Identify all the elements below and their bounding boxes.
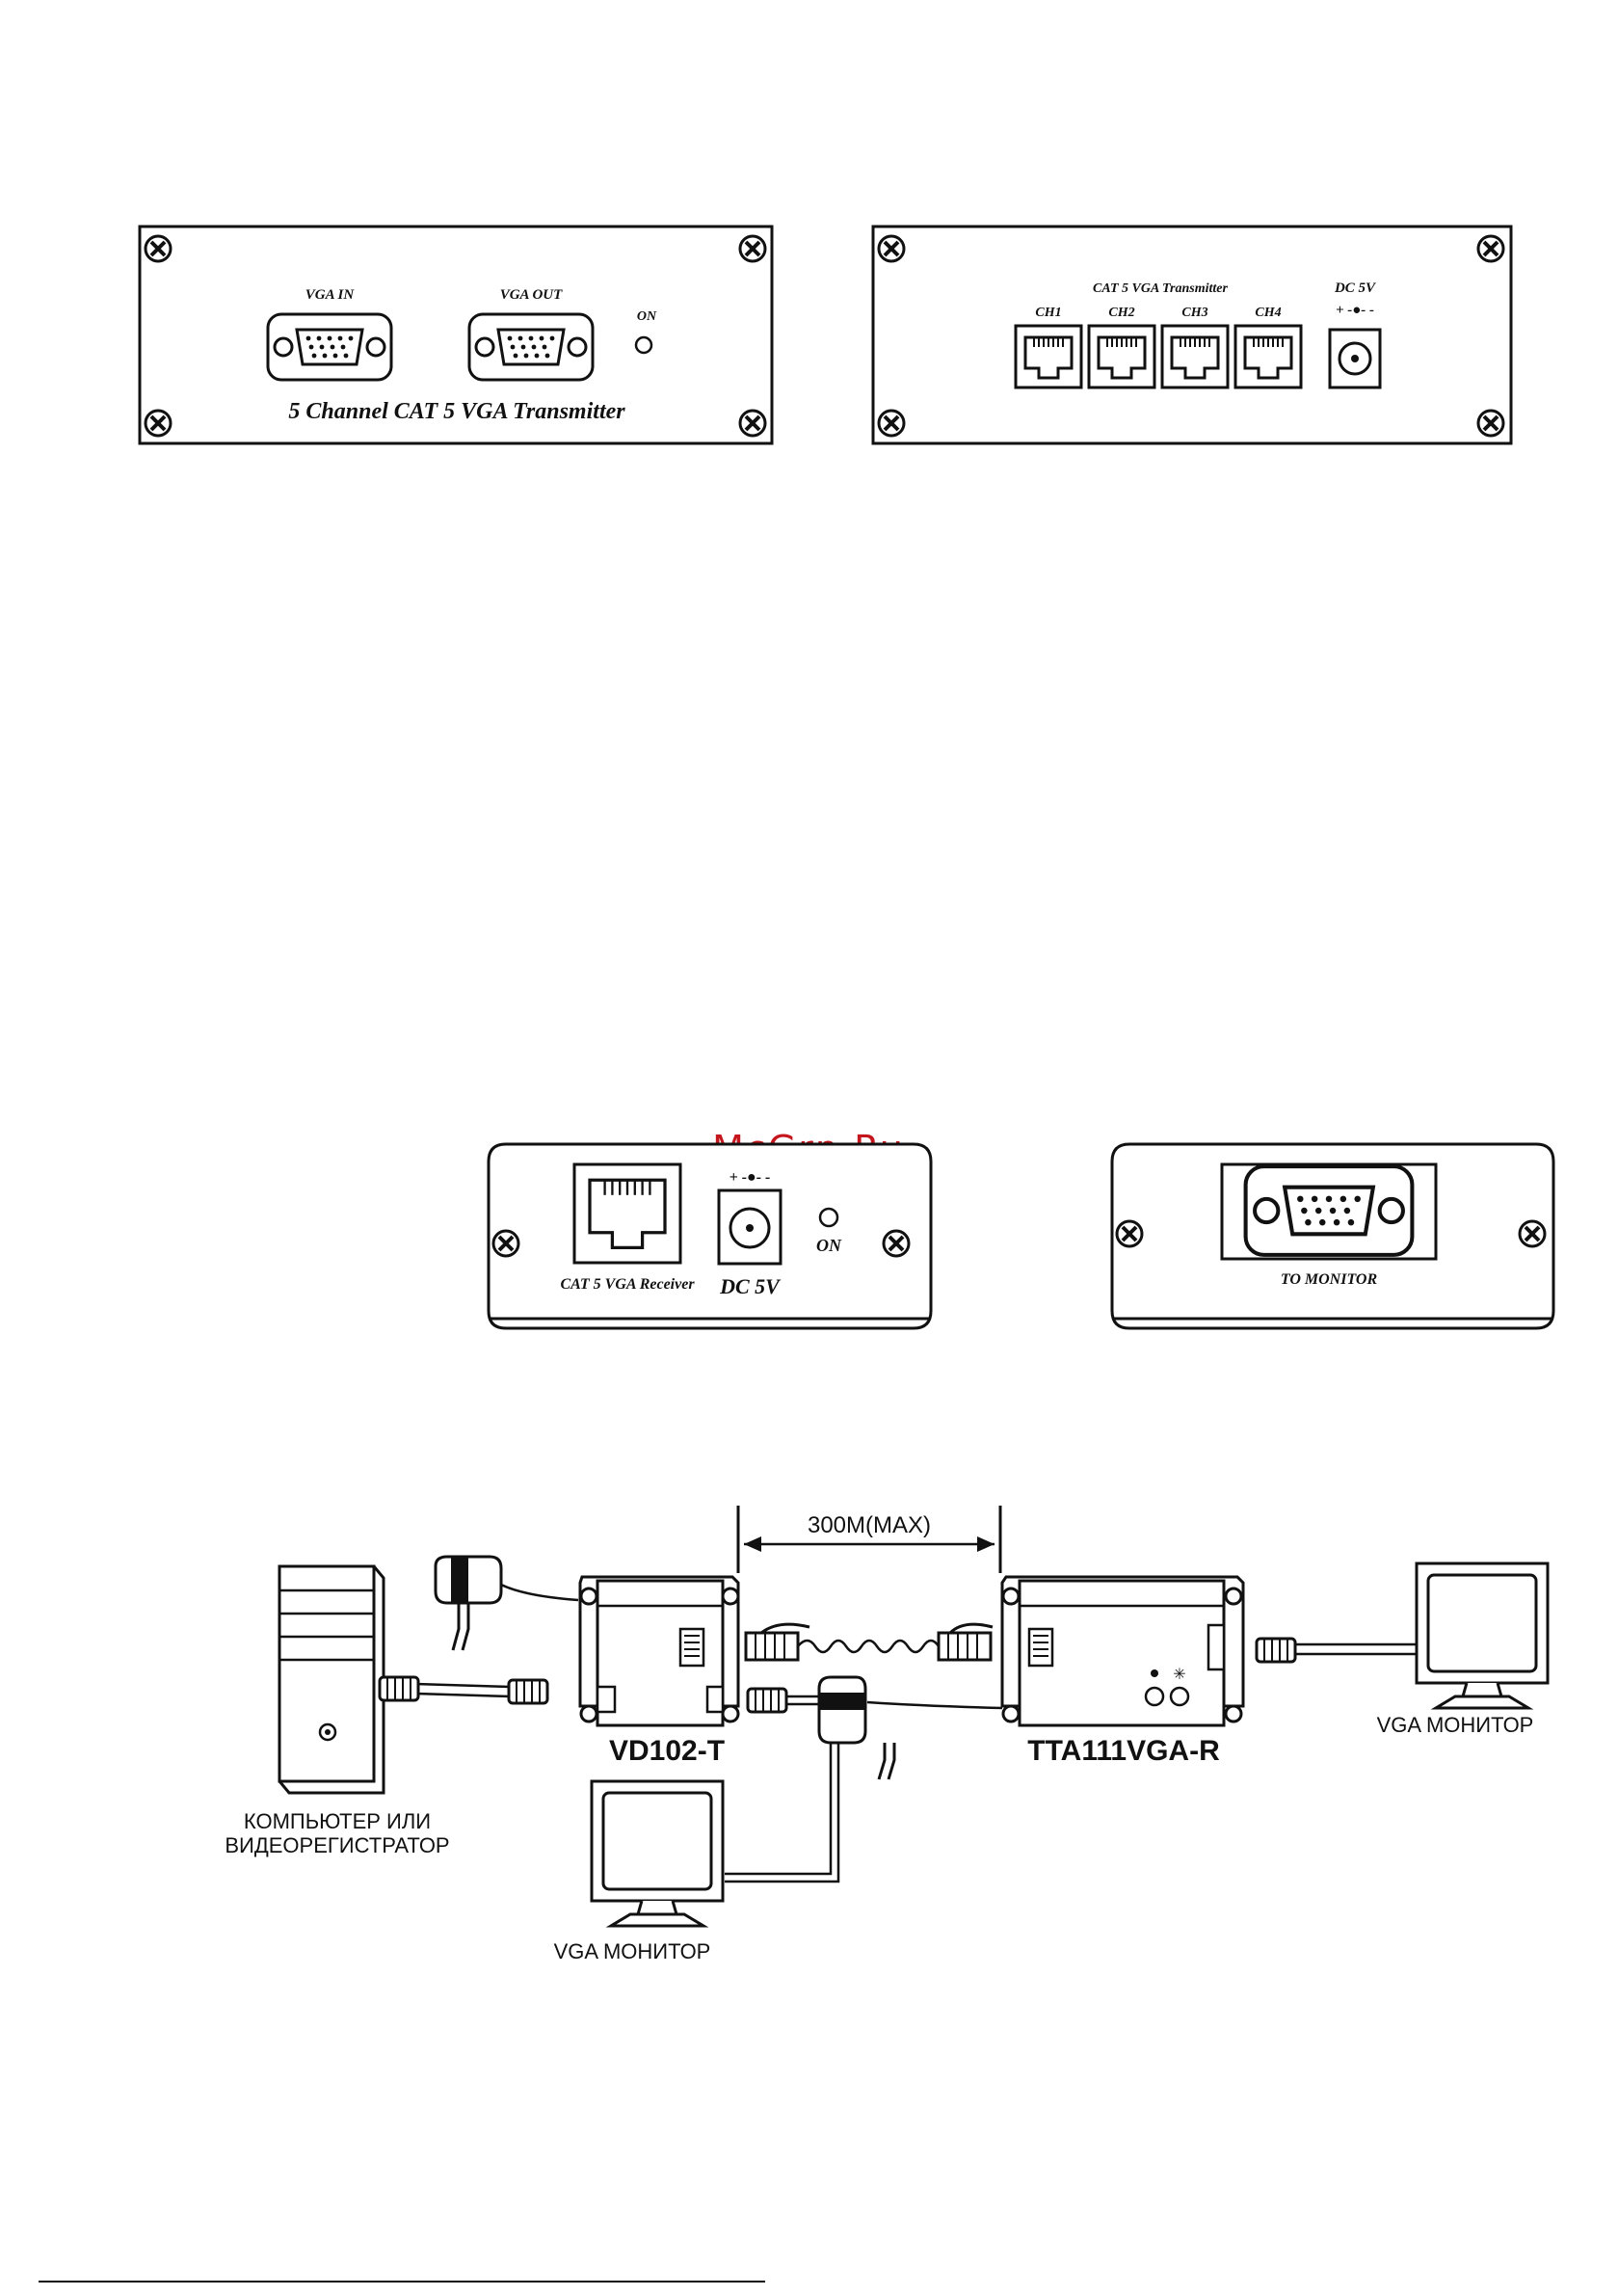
polarity-label: + -●- - bbox=[1336, 303, 1374, 318]
rj45-ch4-port-icon bbox=[1235, 326, 1301, 387]
dc-jack-icon bbox=[1330, 330, 1380, 387]
screw-icon bbox=[146, 411, 171, 436]
to-monitor-label: TO MONITOR bbox=[1281, 1271, 1378, 1288]
channel-label-3: CH3 bbox=[1181, 306, 1207, 320]
vd102-t-device-icon bbox=[580, 1577, 738, 1725]
screw-icon bbox=[1478, 236, 1503, 261]
local-monitor-label: VGA МОНИТОР bbox=[554, 1939, 711, 1963]
cat5-cable-icon bbox=[798, 1641, 939, 1652]
receiver-caption: CAT 5 VGA Receiver bbox=[560, 1276, 695, 1293]
local-monitor-icon bbox=[592, 1781, 723, 1926]
dc-power-label: DC 5V bbox=[719, 1274, 782, 1298]
receiver-back-outline bbox=[489, 1144, 931, 1328]
vga-out-port-icon bbox=[469, 314, 593, 380]
remote-monitor-icon bbox=[1417, 1563, 1548, 1708]
screw-icon bbox=[879, 411, 904, 436]
vga-plug-icon bbox=[748, 1689, 786, 1712]
screw-icon bbox=[1117, 1221, 1142, 1246]
receiver-front-panel: TO MONITOR bbox=[1112, 1144, 1553, 1328]
rj45-plug-icon bbox=[746, 1633, 798, 1660]
tta111vga-r-device-icon: ✳ bbox=[1002, 1577, 1243, 1725]
rj45-plug-icon bbox=[939, 1633, 991, 1660]
power-led-icon bbox=[636, 337, 651, 353]
vga-out-label: VGA OUT bbox=[500, 287, 563, 303]
screw-icon bbox=[1478, 411, 1503, 436]
vga-plug-icon bbox=[509, 1680, 547, 1703]
screw-icon bbox=[493, 1231, 518, 1256]
vga-plug-icon bbox=[380, 1677, 418, 1700]
rj45-ch1-port-icon bbox=[1016, 326, 1081, 387]
screw-icon bbox=[1520, 1221, 1545, 1246]
computer-label-line2: ВИДЕОРЕГИСТРАТОР bbox=[225, 1833, 449, 1857]
screw-icon bbox=[879, 236, 904, 261]
rj45-ch3-port-icon bbox=[1162, 326, 1228, 387]
on-label: ON bbox=[637, 309, 657, 324]
computer-label-line1: КОМПЬЮТЕР ИЛИ bbox=[244, 1809, 431, 1833]
vga-in-label: VGA IN bbox=[305, 287, 356, 303]
dc-power-label: DC 5V bbox=[1334, 280, 1377, 296]
vga-in-port-icon bbox=[268, 314, 391, 380]
transmitter-back-panel: CAT 5 VGA Transmitter CH1 CH2 CH3 CH4 DC 5V… bbox=[873, 227, 1511, 443]
channel-label-4: CH4 bbox=[1255, 306, 1281, 320]
rj45-ch2-port-icon bbox=[1089, 326, 1154, 387]
transmitter-front-panel: VGA IN VGA OUT ON 5 Channel CAT 5 VGA Tr… bbox=[140, 227, 772, 443]
screw-icon bbox=[146, 236, 171, 261]
transmitter-front-title: 5 Channel CAT 5 VGA Transmitter bbox=[288, 399, 625, 424]
screw-icon bbox=[884, 1231, 909, 1256]
svg-text:✳: ✳ bbox=[1173, 1667, 1185, 1683]
power-adapter-icon bbox=[819, 1677, 865, 1743]
polarity-label: + -●- - bbox=[729, 1169, 771, 1186]
transmitter-model-label: VD102-T bbox=[609, 1735, 725, 1767]
transmitter-back-title: CAT 5 VGA Transmitter bbox=[1093, 281, 1228, 296]
receiver-back-panel: CAT 5 VGA Receiver + -●- - DC 5V ON bbox=[489, 1144, 931, 1328]
computer-tower-icon bbox=[279, 1566, 384, 1793]
vga-plug-icon bbox=[1257, 1639, 1295, 1662]
screw-icon bbox=[740, 236, 765, 261]
screw-icon bbox=[740, 411, 765, 436]
channel-label-2: CH2 bbox=[1108, 306, 1134, 320]
power-adapter-icon bbox=[436, 1557, 501, 1603]
vga-monitor-port-icon bbox=[1246, 1166, 1413, 1255]
remote-monitor-label: VGA МОНИТОР bbox=[1377, 1713, 1534, 1737]
connection-diagram: 300M(MAX) КОМПЬЮТЕР ИЛИ ВИДЕОРЕГИСТРАТОР bbox=[225, 1506, 1548, 1963]
on-label: ON bbox=[816, 1236, 842, 1255]
channel-label-1: CH1 bbox=[1035, 306, 1061, 320]
distance-label: 300M(MAX) bbox=[808, 1512, 931, 1538]
receiver-model-label: TTA111VGA-R bbox=[1027, 1735, 1220, 1767]
power-led-icon bbox=[820, 1209, 837, 1226]
